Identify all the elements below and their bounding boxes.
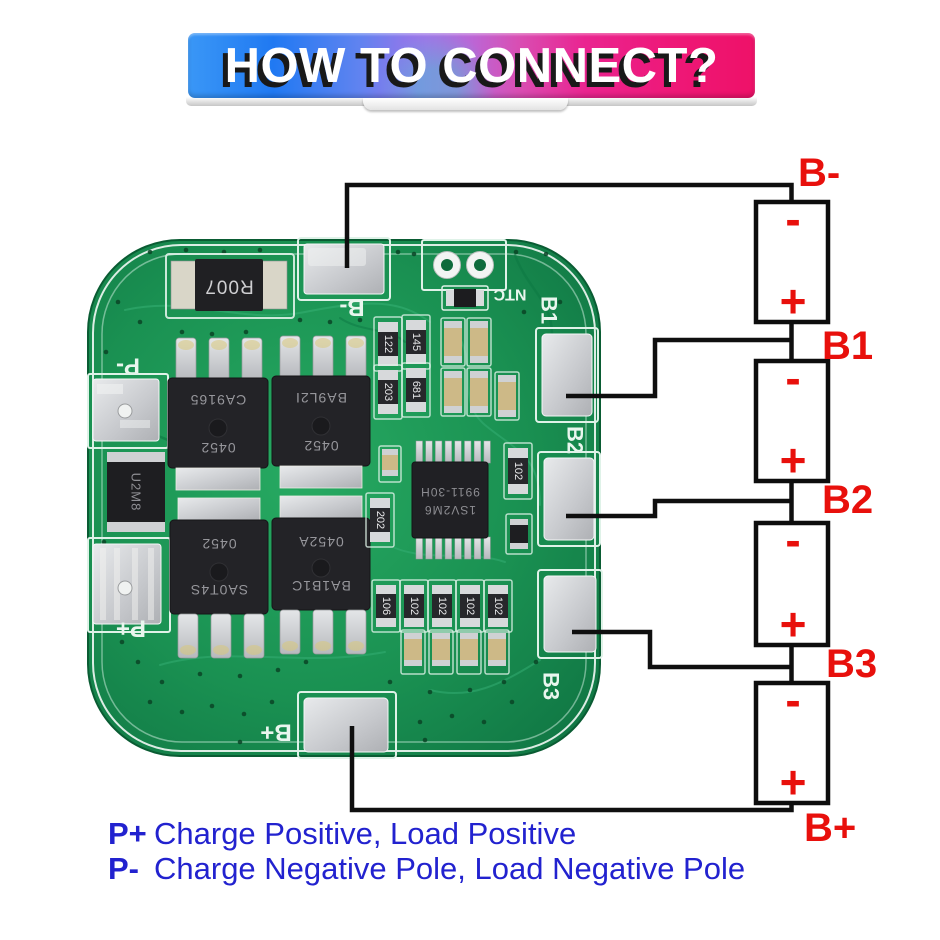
mosfet-q4-mark2: BA1B1C: [291, 578, 351, 594]
smd-resistor-row: 106 102 102 102: [371, 579, 513, 633]
silk-b-minus: B-: [339, 294, 364, 321]
smd-code: 203: [382, 383, 394, 401]
legend-line-p-plus: P+Charge Positive, Load Positive: [108, 816, 576, 852]
ntc-component: NTC: [441, 285, 526, 311]
pcb-board: R007 B- NTC B1: [87, 237, 603, 759]
diode-label: U2M8: [129, 473, 144, 512]
legend-term-p-plus: P+: [108, 816, 147, 851]
cell-plus-symbol: +: [780, 598, 807, 650]
silk-b1: B1: [537, 296, 562, 324]
diode: U2M8: [107, 452, 165, 532]
battery-cell-3: - +: [753, 514, 831, 650]
label-b1: B1: [822, 324, 873, 368]
wire-b3: [572, 629, 792, 670]
smd-code: 102: [492, 597, 504, 615]
wire-b-plus: [349, 726, 794, 813]
mosfet-q4-mark1: 0452A: [298, 534, 343, 550]
cell-minus-symbol: -: [785, 674, 800, 726]
smd-code: 202: [374, 511, 386, 529]
shunt-resistor: R007: [165, 253, 295, 319]
smd-resistor-left: 202: [365, 492, 395, 548]
silk-b3: B3: [539, 672, 564, 700]
mosfet-q2: BA9L2I 0452: [271, 335, 371, 489]
header-banner: HOW TO CONNECT?: [188, 33, 755, 98]
battery-cell-2: - +: [753, 352, 831, 486]
silk-p-minus: P-: [116, 353, 140, 380]
pad-b2: B2: [537, 426, 601, 547]
smd-resistor-cluster: 122 145 203 681: [373, 314, 431, 420]
banner-bottom-tab: [363, 98, 568, 110]
wire-b-minus: [344, 182, 794, 268]
mosfet-q3: 0452 SA0T4S: [169, 497, 269, 659]
mosfet-q4: 0452A BA1B1C: [271, 495, 371, 655]
pad-b-minus: B-: [297, 237, 391, 321]
ic-mark2: 1SV2M6: [424, 503, 476, 517]
legend-line-p-minus: P- Charge Negative Pole, Load Negative Po…: [108, 851, 745, 887]
cell-minus-symbol: -: [785, 514, 800, 566]
silk-ntc: NTC: [493, 286, 526, 303]
mosfet-q1-mark2: 0452: [200, 440, 235, 456]
protection-ic: 9911-30H 1SV2M6: [411, 440, 491, 560]
legend-text-p-plus: Charge Positive, Load Positive: [154, 816, 577, 851]
smd-capacitors: [378, 317, 520, 675]
pad-p-minus: P-: [87, 353, 169, 449]
smd-code: 102: [436, 597, 448, 615]
mosfet-q2-mark2: 0452: [303, 438, 338, 454]
silk-b2: B2: [563, 426, 588, 454]
label-b2: B2: [822, 478, 873, 522]
battery-stack: - + - + - + - +: [753, 193, 831, 808]
smd-code: 102: [512, 462, 524, 480]
label-b3: B3: [826, 642, 877, 686]
smd-code: 122: [382, 335, 394, 353]
silk-p-plus: P+: [116, 615, 146, 642]
label-b-plus: B+: [804, 806, 856, 850]
mosfet-q3-mark2: SA0T4S: [190, 582, 248, 598]
mosfet-q3-mark1: 0452: [201, 536, 236, 552]
smd-diode-small: [505, 513, 533, 555]
smd-resistor-right: 102: [503, 442, 533, 500]
terminal-labels: B- B1 B2 B3 B+: [798, 151, 877, 850]
mosfet-q1: CA9165 0452: [167, 337, 269, 491]
connection-wires: [344, 182, 794, 813]
pad-b-plus: B+: [260, 691, 397, 759]
mosfet-q2-mark1: BA9L2I: [295, 390, 347, 406]
vias: [101, 247, 563, 745]
smd-code: 106: [380, 597, 392, 615]
battery-cell-4: - +: [753, 674, 831, 808]
smd-code: 681: [410, 381, 422, 399]
legend-text-p-minus: Charge Negative Pole, Load Negative Pole: [154, 851, 746, 886]
battery-cell-1: - +: [753, 193, 831, 327]
silk-b-plus: B+: [260, 719, 291, 746]
legend-term-p-minus: P-: [108, 851, 139, 886]
smd-code: 102: [464, 597, 476, 615]
wire-b2: [566, 498, 792, 519]
smd-code: 102: [408, 597, 420, 615]
shunt-label: R007: [204, 276, 253, 297]
label-b-minus: B-: [798, 151, 840, 195]
cell-plus-symbol: +: [780, 434, 807, 486]
ic-mark1: 9911-30H: [420, 485, 480, 499]
cell-plus-symbol: +: [780, 275, 807, 327]
cell-minus-symbol: -: [785, 352, 800, 404]
pad-p-plus: P+: [87, 537, 171, 642]
mosfet-q1-mark1: CA9165: [190, 392, 247, 408]
cell-minus-symbol: -: [785, 193, 800, 245]
smd-code: 145: [410, 333, 422, 351]
wire-b1: [566, 337, 792, 399]
cell-plus-symbol: +: [780, 756, 807, 808]
page-title: HOW TO CONNECT?: [224, 38, 719, 93]
